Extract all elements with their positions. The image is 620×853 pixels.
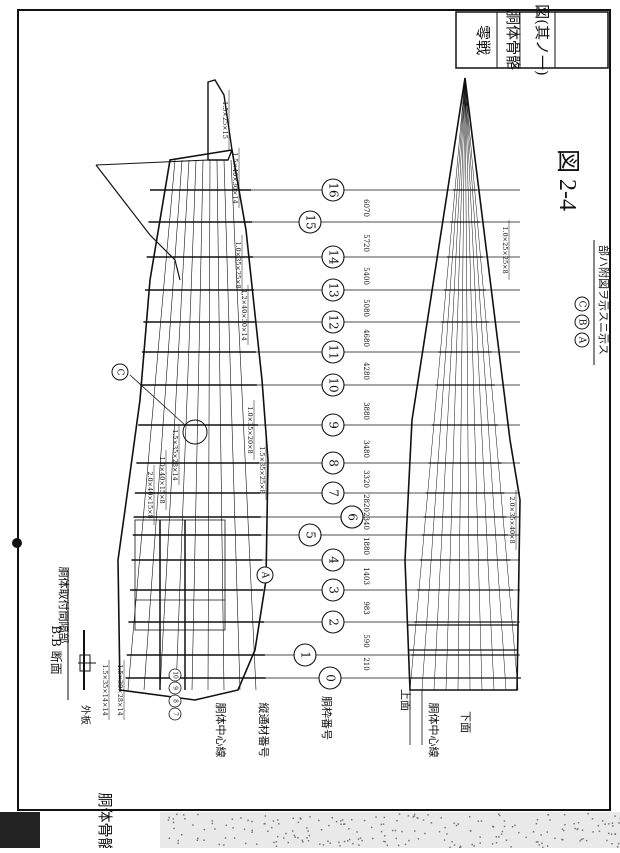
frame-number: 7 bbox=[327, 489, 341, 497]
station-value: 2820 bbox=[362, 494, 370, 512]
legend-marker: C bbox=[577, 301, 587, 308]
station-value: 1880 bbox=[362, 537, 370, 555]
title-line2: 胴体骨骼 bbox=[504, 10, 522, 70]
frame-number: 3 bbox=[327, 586, 341, 594]
station-value: 590 bbox=[362, 634, 370, 647]
frame-number: 1 bbox=[299, 651, 313, 659]
plan-view-fuselage bbox=[405, 78, 521, 690]
station-value: 1403 bbox=[362, 567, 370, 585]
outer-label: 外板 bbox=[79, 705, 92, 725]
ink-blot bbox=[12, 538, 22, 548]
legend-marker: B bbox=[577, 319, 587, 326]
frame-number: 10 bbox=[327, 377, 341, 392]
legend-marker: A bbox=[577, 336, 587, 344]
title-line1: 零戦 bbox=[474, 25, 492, 55]
station-value: 6070 bbox=[362, 199, 370, 217]
dimension-note: 1.5×35×14×14 bbox=[101, 664, 109, 716]
frame-number: 15 bbox=[304, 214, 318, 229]
fuselage-center-label: 胴体中心線 bbox=[427, 703, 441, 758]
dimension-note: 1.5×25×15 bbox=[221, 101, 229, 139]
title-block: 零戦 胴体骨骼 図(其ノ一) bbox=[456, 4, 608, 76]
station-value: 4680 bbox=[362, 329, 370, 347]
legend: A B C 部ハ附図ヲ示スニ示ス bbox=[575, 240, 611, 365]
figure-label: 図 2-4 bbox=[554, 149, 580, 211]
station-value: 3480 bbox=[362, 440, 370, 458]
dimension-note: 1.2×40×30×14 bbox=[240, 289, 248, 341]
dimension-note: 1.0×40×15×8 bbox=[158, 456, 166, 503]
left-marker-label: 7 bbox=[172, 712, 179, 716]
dimension-note: 1.0×25×25×8 bbox=[501, 226, 509, 273]
left-marker-label: 9 bbox=[172, 686, 179, 690]
frame-number: 2 bbox=[327, 618, 341, 626]
frame-number: 12 bbox=[327, 314, 341, 329]
station-values: 210 590 983 1403 1880 23402820 3320 3480 3880 428… bbox=[362, 199, 370, 671]
frame-number: 14 bbox=[327, 249, 341, 265]
section-sub: 胴体取付間隔部 bbox=[57, 567, 71, 644]
dimension-note: 1.5×40×30×14 bbox=[231, 152, 239, 204]
frame-number: 0 bbox=[324, 674, 338, 682]
station-value: 5080 bbox=[362, 299, 370, 317]
frame-number: 4 bbox=[327, 556, 341, 564]
dimension-note: 1.5×30×28×14 bbox=[116, 664, 124, 716]
frame-number: 16 bbox=[327, 182, 341, 197]
dimension-note: 1.5×35×25×8 bbox=[258, 446, 266, 493]
side-view-fuselage bbox=[96, 80, 268, 700]
station-lines bbox=[240, 190, 520, 678]
frame-number: 5 bbox=[304, 531, 318, 539]
stringer-number-label: 縦通材番号 bbox=[257, 703, 271, 758]
dimension-note: 2.0×35×40×8 bbox=[508, 496, 516, 543]
left-marker-label: 8 bbox=[172, 699, 179, 703]
lower-face-label: 下面 bbox=[459, 711, 472, 733]
dimension-note: 1.5×35×28×14 bbox=[171, 429, 179, 481]
frame-number: 9 bbox=[327, 421, 341, 429]
station-value: 4280 bbox=[362, 362, 370, 380]
centerline-label: 胴体中心線 bbox=[214, 703, 228, 758]
station-value: 3880 bbox=[362, 402, 370, 420]
frame-number: 6 bbox=[346, 513, 360, 521]
left-marker-label: 10 bbox=[172, 671, 179, 679]
dimension-note: 2.0×40×15×8 bbox=[146, 471, 154, 518]
detail-marker: C bbox=[115, 369, 125, 376]
frame-number: 8 bbox=[327, 459, 341, 467]
station-value: 5720 bbox=[362, 234, 370, 252]
dimension-note: 1.0×35×20×8 bbox=[246, 406, 254, 453]
station-value: 5400 bbox=[362, 267, 370, 285]
frame-number: 13 bbox=[327, 282, 341, 297]
station-value: 3320 bbox=[362, 470, 370, 488]
frame-numbers: 0123455.5678910111213141516 bbox=[294, 179, 363, 689]
section-bb: B.B 断面 胴体取付間隔部 外板 bbox=[49, 567, 96, 726]
station-value: 2340 bbox=[362, 512, 370, 530]
side-marker: A bbox=[260, 571, 270, 579]
dimension-note: 1.0×35×25×8 bbox=[234, 241, 242, 288]
station-value: 210 bbox=[362, 657, 370, 670]
station-value: 983 bbox=[362, 601, 370, 614]
frame-number: 11 bbox=[327, 344, 341, 359]
frame-number-label: 胴枠番号 bbox=[320, 696, 334, 740]
legend-note: 部ハ附図ヲ示スニ示ス bbox=[597, 245, 611, 355]
bottom-strip: 胴体骨骼図 bbox=[0, 792, 620, 848]
side-strip-title: 胴体骨骼図 bbox=[96, 792, 114, 848]
title-line3: 図(其ノ一) bbox=[533, 4, 551, 76]
